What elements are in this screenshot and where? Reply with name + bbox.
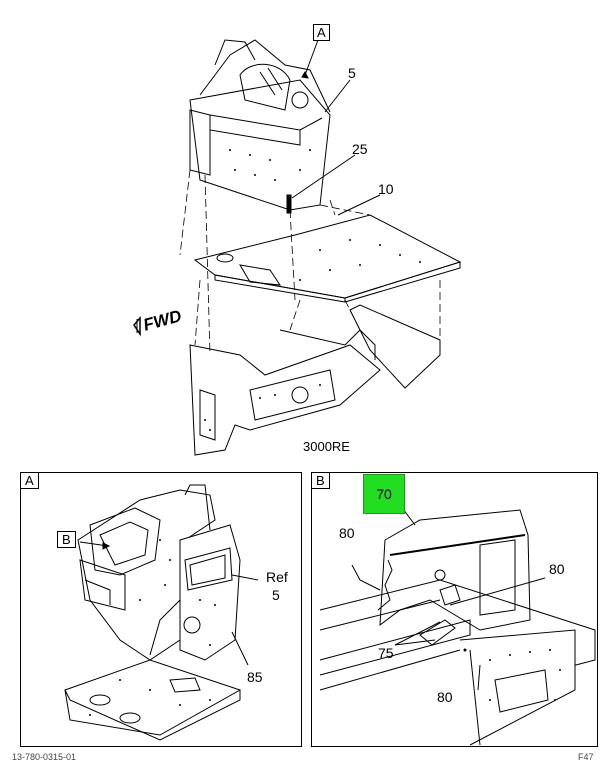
highlight-callout-70: 70 xyxy=(363,474,405,514)
detail-panel-b xyxy=(311,472,598,747)
panel-a-title: A xyxy=(20,472,39,489)
callout-80-b: 80 xyxy=(549,561,565,577)
footer-right: F47 xyxy=(578,752,594,762)
callout-10: 10 xyxy=(378,181,394,197)
callout-5: 5 xyxy=(348,65,356,81)
callout-25: 25 xyxy=(352,141,368,157)
callout-80-a: 80 xyxy=(339,525,355,541)
callout-box-b: B xyxy=(57,531,76,548)
lower-frame xyxy=(189,344,381,456)
callout-ref-5: 5 xyxy=(272,587,280,603)
callout-75: 75 xyxy=(378,645,394,661)
callout-85: 85 xyxy=(247,669,263,685)
upper-console-top xyxy=(199,39,331,113)
drawing-code: 3000RE xyxy=(303,439,350,454)
callout-ref: Ref xyxy=(266,569,288,585)
footer-left: 13-780-0315-01 xyxy=(12,752,77,762)
callout-box-a: A xyxy=(313,24,330,41)
detail-panel-a xyxy=(20,472,302,747)
panel-b-title: B xyxy=(311,472,330,489)
callout-80-c: 80 xyxy=(437,689,453,705)
